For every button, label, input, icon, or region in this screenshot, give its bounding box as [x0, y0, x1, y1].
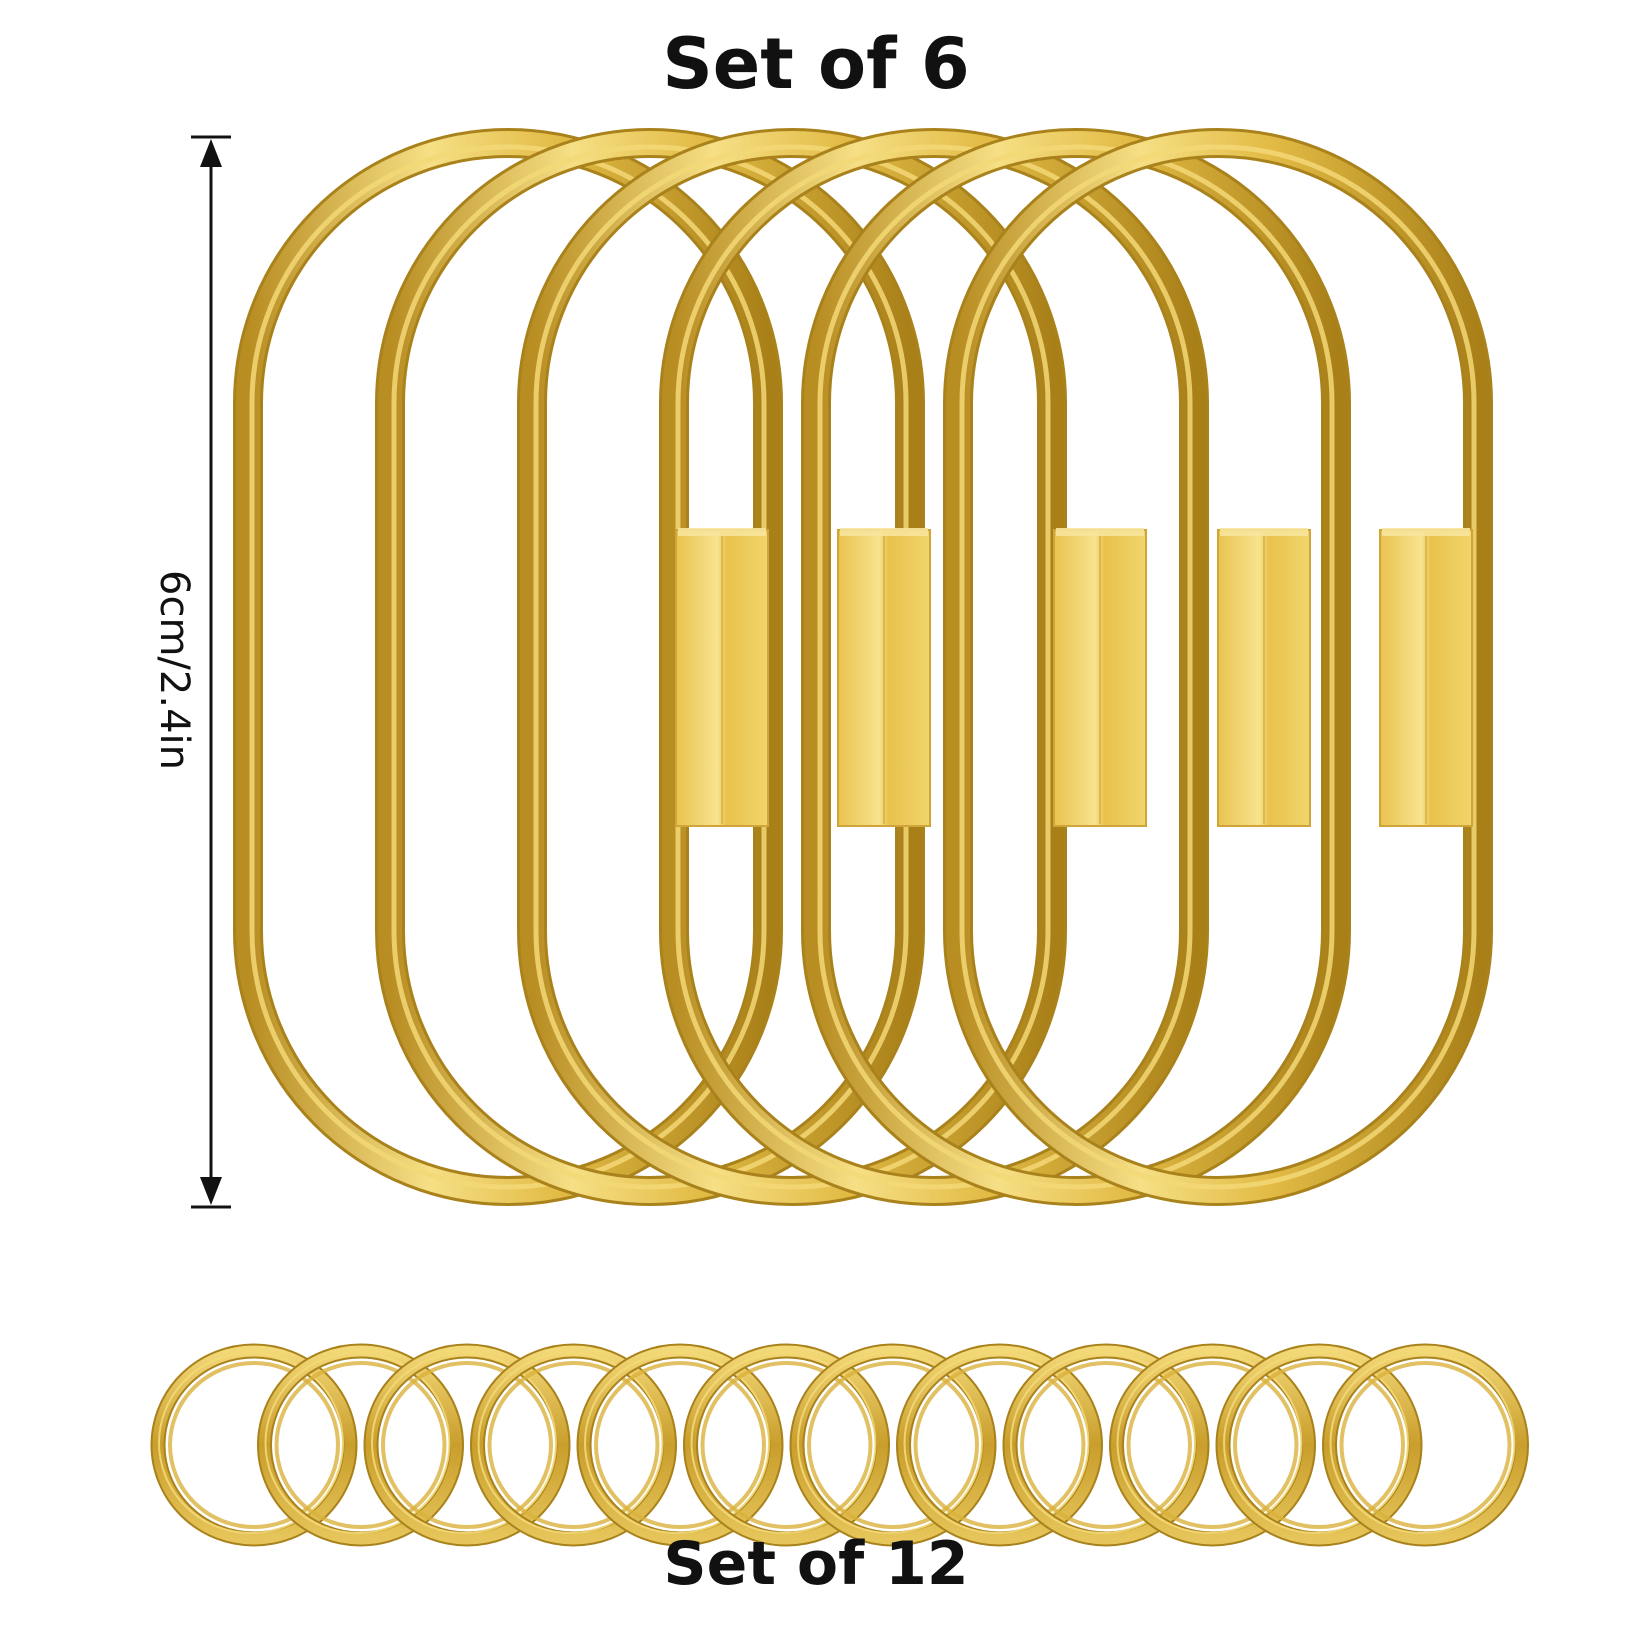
carabiner-group: [233, 128, 1493, 1206]
split-ring: [257, 1343, 464, 1547]
split-ring: [683, 1343, 890, 1547]
split-ring: [363, 1343, 571, 1547]
set-of-6-title: Set of 6: [662, 23, 970, 105]
screw-lock-sleeve: [837, 528, 931, 827]
split-ring: [896, 1343, 1103, 1547]
split-ring: [789, 1343, 997, 1547]
carabiner: [517, 128, 1067, 1206]
split-ring: [1322, 1343, 1529, 1547]
arrowhead-down-icon: [200, 1177, 222, 1205]
screw-lock-sleeve: [1379, 528, 1473, 827]
carabiner: [659, 128, 1209, 1206]
screw-lock-sleeve: [1053, 528, 1147, 827]
split-ring: [470, 1343, 677, 1547]
split-ring: [1002, 1343, 1210, 1547]
split-ring: [1109, 1343, 1316, 1547]
carabiner: [801, 128, 1351, 1206]
screw-lock-sleeve: [675, 528, 769, 827]
carabiner: [943, 128, 1493, 1206]
dimension-arrow: [191, 135, 231, 1209]
split-ring-group: [150, 1343, 1529, 1547]
split-ring: [576, 1343, 784, 1547]
dimension-label: 6cm/2.4in: [151, 570, 197, 770]
set-of-12-title: Set of 12: [663, 1529, 969, 1599]
split-ring: [150, 1343, 358, 1547]
split-ring: [1215, 1343, 1423, 1547]
screw-lock-sleeve: [1217, 528, 1311, 827]
arrowhead-up-icon: [200, 139, 222, 167]
